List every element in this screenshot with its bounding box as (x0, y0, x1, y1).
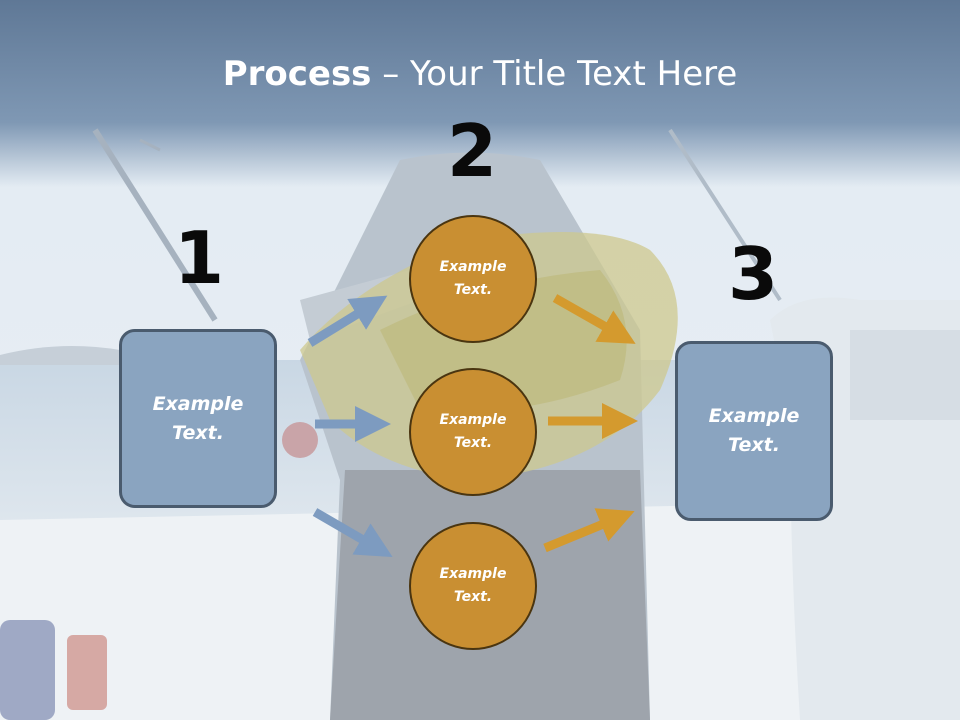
step-number-2: 2 (446, 109, 498, 193)
step-1-box[interactable]: Example Text. (119, 329, 277, 508)
step-1-label: Example Text. (152, 392, 244, 444)
circle-3-label: Example Text. (439, 566, 507, 605)
arrow-circle-3-to-box (543, 508, 635, 553)
slide-title: Process – Your Title Text Here (0, 52, 960, 96)
step-2-circle-3[interactable]: Example Text. (409, 522, 537, 650)
title-rest: – Your Title Text Here (371, 54, 738, 94)
circle-1-label: Example Text. (439, 259, 507, 298)
step-2-circle-1[interactable]: Example Text. (409, 215, 537, 343)
arrow-circle-1-to-box (552, 294, 636, 344)
title-bold: Process (222, 54, 372, 94)
step-3-label: Example Text. (708, 405, 800, 456)
step-3-box[interactable]: Example Text. (675, 341, 833, 521)
step-number-1: 1 (173, 216, 225, 300)
arrow-box-to-circle-1 (307, 295, 388, 347)
arrow-box-to-circle-3 (312, 508, 393, 558)
step-2-circle-2[interactable]: Example Text. (409, 368, 537, 496)
circle-2-label: Example Text. (439, 412, 507, 451)
step-number-3: 3 (727, 232, 779, 316)
